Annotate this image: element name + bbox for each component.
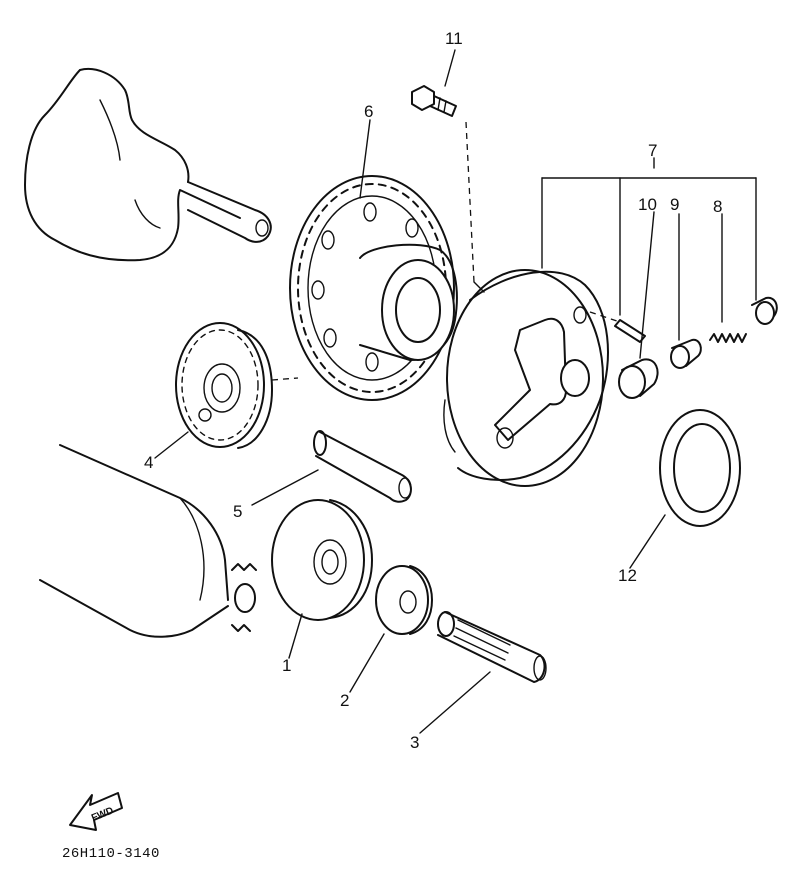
part-12-washer [659, 409, 741, 527]
part-7-starter-clutch [443, 269, 609, 487]
label-part-5: 5 [233, 502, 243, 521]
label-part-6: 6 [364, 102, 374, 121]
forward-arrow-label: FWD [90, 805, 115, 824]
part-7-pin [589, 311, 646, 343]
label-part-2: 2 [340, 691, 350, 710]
label-part-1: 1 [282, 656, 292, 675]
part-5-shaft [313, 430, 412, 503]
part-6-primary-gear [289, 175, 458, 401]
label-part-10: 10 [638, 195, 657, 214]
label-part-11: 11 [445, 29, 463, 48]
part-4-idler-gear [175, 322, 273, 449]
part-8-spring [709, 333, 747, 343]
forward-arrow-icon [69, 792, 123, 831]
diagram-part-code: 26H110-3140 [62, 846, 160, 862]
label-part-12: 12 [618, 566, 637, 585]
label-part-4: 4 [144, 453, 154, 472]
crankshaft [24, 68, 272, 262]
part-2-small-gear [375, 565, 433, 635]
leader-lines [154, 49, 757, 734]
label-part-7: 7 [648, 141, 658, 160]
part-1-gear [271, 499, 373, 621]
part-9-plunger [670, 338, 702, 369]
part-11-bolt [411, 85, 485, 293]
part-10-roller [618, 358, 659, 399]
part-3-splined-shaft [437, 611, 547, 683]
part-7-cap [751, 296, 778, 325]
label-part-3: 3 [410, 733, 420, 752]
starter-motor [39, 444, 257, 638]
label-part-9: 9 [670, 195, 680, 214]
label-part-8: 8 [713, 197, 723, 216]
